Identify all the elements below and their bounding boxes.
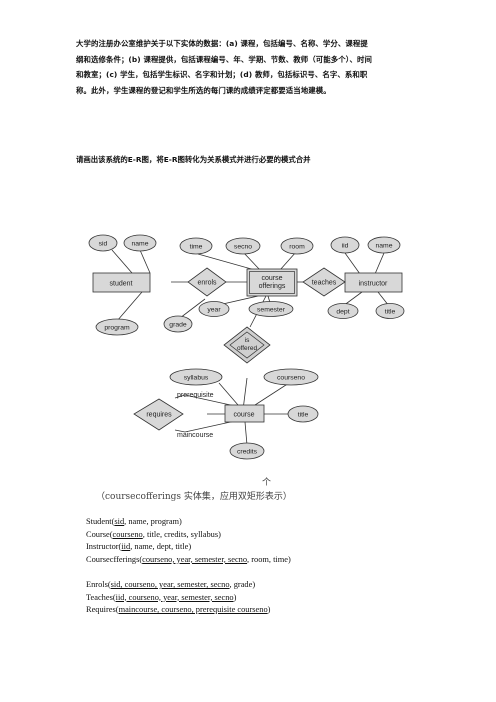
relationship-is-offered: is offered	[223, 326, 271, 364]
attr-year: year	[207, 307, 221, 314]
relationship-is-offered-label-1: is	[245, 337, 250, 344]
schema-line: Instructor(iid, name, dept, title)	[86, 541, 291, 554]
attr-instructor-name: name	[375, 243, 392, 250]
er-attributes	[88, 234, 405, 460]
schema-key: iid, courseno, year, semester, secno	[115, 592, 234, 602]
role-prerequisite: prerequisite	[177, 392, 214, 399]
attr-course-title: title	[298, 412, 309, 419]
task-statement: 请画出该系统的E-R图，将E-R图转化为关系模式并进行必要的模式合并	[76, 155, 311, 164]
entity-course-label: course	[233, 412, 254, 419]
schema-key: sid, courseno, year, semester, secno	[110, 579, 230, 589]
attr-iid: iid	[342, 243, 349, 250]
schema-text: Student(	[86, 517, 115, 526]
schema-text: , title, credits, syllabus)	[142, 529, 221, 539]
schema-line: Teaches(iid, courseno, year, semester, s…	[86, 592, 291, 605]
attr-courseno: courseno	[277, 375, 305, 382]
attr-instructor-title: title	[385, 309, 396, 316]
figure-caption-mark: 个	[262, 478, 272, 488]
problem-line: 称。此外，学生课程的登记和学生所选的每门课的成绩评定都要适当地建模。	[76, 85, 331, 95]
role-maincourse: maincourse	[177, 432, 213, 439]
attr-grade: grade	[169, 322, 187, 329]
relationship-enrols: enrols	[187, 267, 227, 297]
entity-student: student	[92, 272, 151, 293]
entity-student-label: student	[110, 281, 133, 288]
relationship-enrols-label: enrols	[197, 280, 217, 287]
schema-text: Instructor(	[86, 542, 122, 552]
figure-caption: （coursecofferings 实体集，应用双矩形表示）	[96, 492, 292, 502]
schema-key: maincourse, courseno, prerequisite cours…	[118, 605, 268, 615]
entity-course: course	[224, 404, 265, 423]
schema-line: Coursecfferings(courseno, year, semester…	[86, 554, 291, 567]
attr-program: program	[104, 325, 130, 332]
schema-text: )	[233, 592, 237, 602]
attr-secno: secno	[234, 244, 252, 251]
attr-credits: credits	[237, 449, 258, 456]
schema-key: sid	[114, 517, 125, 526]
attr-semester: semester	[257, 307, 286, 314]
schema-key: courseno	[112, 529, 143, 539]
schema-line: Course(courseno, title, credits, syllabu…	[86, 529, 291, 542]
problem-line: 和教室；(c) 学生，包括学生标识、名字和计划；(d) 教师，包括标识号、名字、…	[76, 70, 368, 80]
er-connectors	[111, 249, 390, 446]
relational-schema: Student(sid, name, program)Course(course…	[86, 516, 291, 617]
schema-text: Coursecfferings(	[86, 554, 143, 564]
schema-text: , room, time)	[247, 554, 291, 564]
attr-time: time	[190, 244, 203, 251]
schema-key: iid	[121, 542, 131, 552]
schema-key: courseno, year, semester, secno	[142, 554, 248, 564]
problem-line: 纲和选修条件；(b) 课程提供，包括课程编号、年、学期、节数、教师（可能多个）、…	[76, 54, 372, 64]
relationship-is-offered-label-2: offered	[237, 345, 258, 352]
attr-dept: dept	[336, 309, 349, 316]
schema-line: Student(sid, name, program)	[86, 516, 291, 529]
relationship-requires-label: requires	[146, 412, 172, 419]
schema-line: Enrols(sid, courseno, year, semester, se…	[86, 579, 291, 592]
entity-course-offerings-label-2: offerings	[259, 283, 286, 290]
attr-room: room	[289, 244, 305, 251]
entity-course-offerings-label-1: course	[261, 275, 282, 282]
relationship-teaches-label: teaches	[312, 280, 337, 287]
schema-line: Requires(maincourse, courseno, prerequis…	[86, 604, 291, 617]
schema-gap	[86, 566, 291, 579]
relationship-requires: requires	[133, 398, 184, 431]
entity-instructor-label: instructor	[359, 281, 388, 288]
attr-syllabus: syllabus	[184, 375, 209, 382]
entity-course-offerings: course offerings	[246, 268, 298, 297]
schema-text: Requires(	[86, 605, 119, 615]
schema-text: Enrols(	[86, 579, 111, 589]
entity-instructor: instructor	[344, 272, 403, 293]
schema-text: , name, program)	[124, 517, 182, 526]
schema-text: Teaches(	[86, 592, 116, 602]
relationship-teaches: teaches	[302, 267, 346, 297]
attr-student-name: name	[131, 241, 148, 248]
problem-line: 大学的注册办公室维护关于以下实体的数据：(a) 课程，包括编号、名称、学分、课程…	[76, 39, 368, 48]
schema-text: )	[267, 605, 271, 615]
attr-sid: sid	[99, 241, 108, 248]
schema-text: , name, dept, title)	[130, 542, 192, 552]
schema-text: , grade)	[229, 579, 256, 589]
schema-text: Course(	[86, 529, 113, 539]
problem-description: 大学的注册办公室维护关于以下实体的数据：(a) 课程，包括编号、名称、学分、课程…	[76, 36, 426, 98]
